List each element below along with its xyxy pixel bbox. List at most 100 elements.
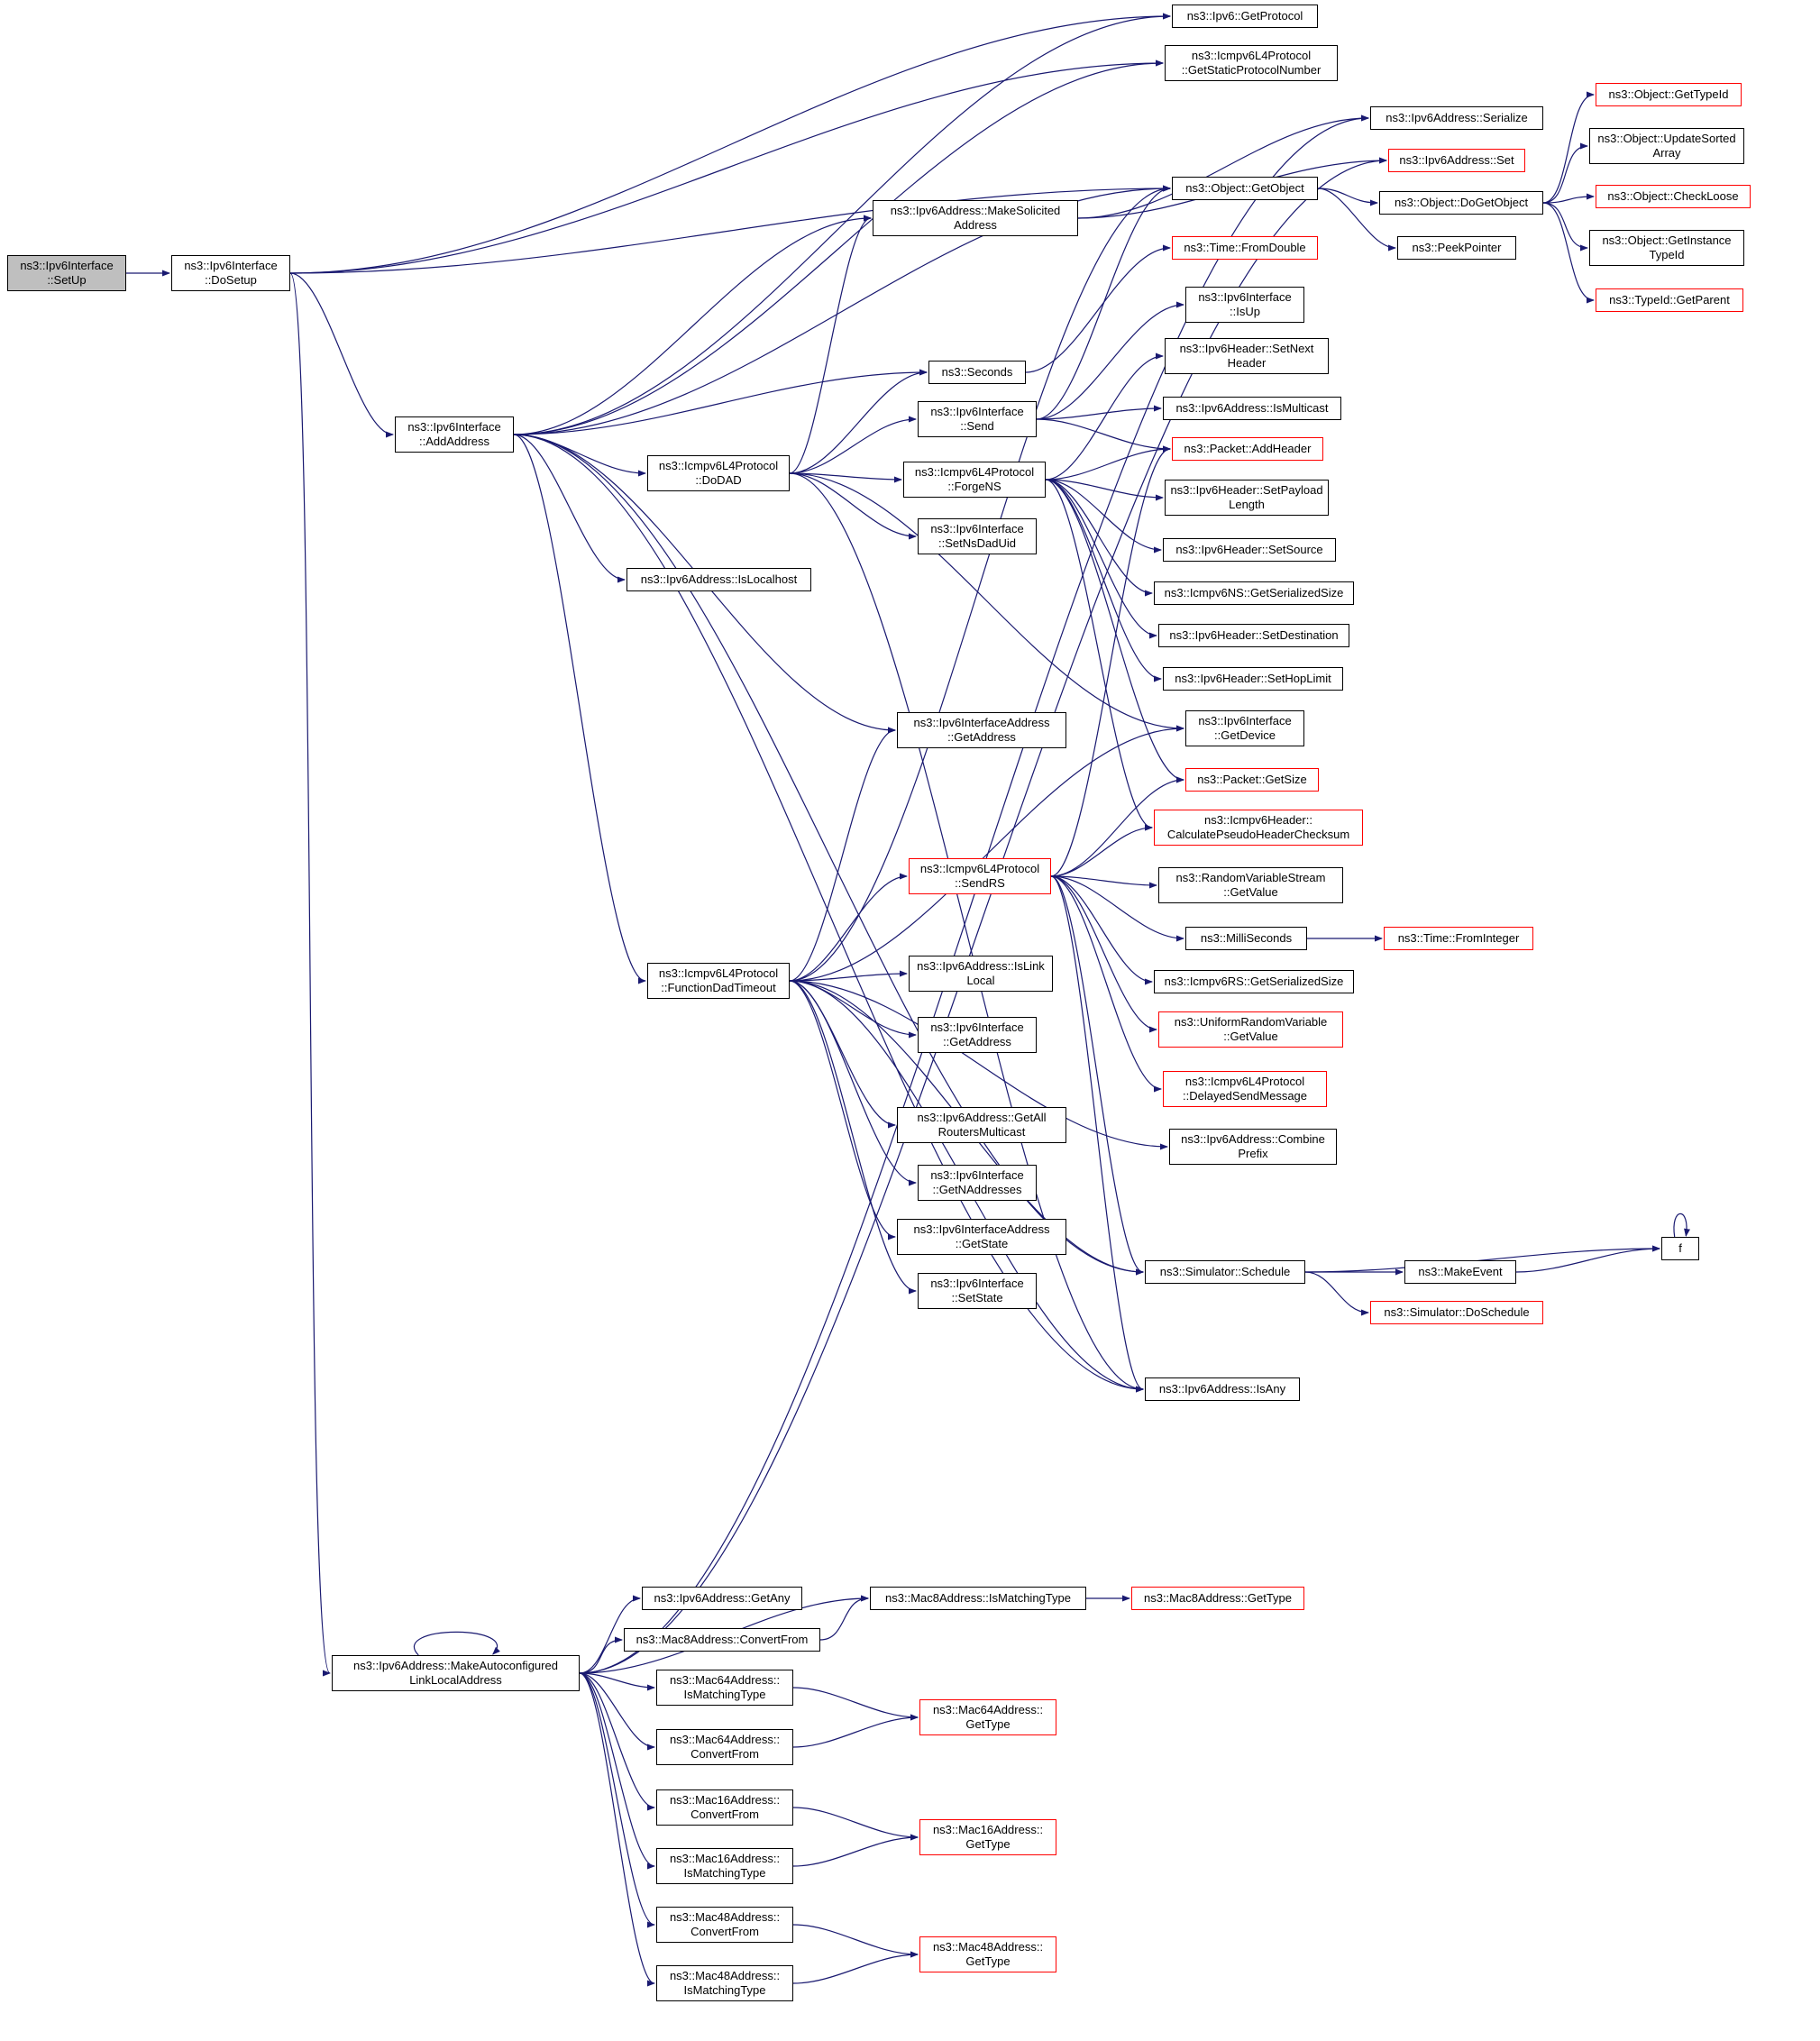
node-mac48convert[interactable]: ns3::Mac48Address::ConvertFrom <box>656 1907 793 1943</box>
node-label-line: ConvertFrom <box>691 1925 759 1938</box>
node-getdevice[interactable]: ns3::Ipv6Interface::GetDevice <box>1185 710 1304 746</box>
node-makeevent[interactable]: ns3::MakeEvent <box>1404 1260 1516 1284</box>
node-label-line: GetType <box>965 1837 1011 1851</box>
node-label-line: ns3::Ipv6Interface <box>184 259 278 273</box>
node-dodad[interactable]: ns3::Icmpv6L4Protocol::DoDAD <box>647 455 790 491</box>
node-label-line: ns3::Object::GetInstance <box>1602 233 1732 248</box>
node-mac16ismatch[interactable]: ns3::Mac16Address::IsMatchingType <box>656 1848 793 1884</box>
edge-dosetup-addaddress <box>289 272 394 438</box>
node-isup[interactable]: ns3::Ipv6Interface::IsUp <box>1185 287 1304 323</box>
edge-makeevent-f <box>1515 1245 1660 1273</box>
node-label-line: Array <box>1652 146 1681 160</box>
edge-sendrs-uniform_getvalue <box>1050 875 1157 1033</box>
node-setup[interactable]: ns3::Ipv6Interface::SetUp <box>7 255 126 291</box>
node-ismulticast[interactable]: ns3::Ipv6Address::IsMulticast <box>1163 397 1341 420</box>
node-serialize[interactable]: ns3::Ipv6Address::Serialize <box>1370 106 1543 130</box>
node-dogetobject[interactable]: ns3::Object::DoGetObject <box>1379 191 1543 215</box>
node-mac64convert[interactable]: ns3::Mac64Address::ConvertFrom <box>656 1729 793 1765</box>
node-label-line: ns3::Ipv6Header::SetDestination <box>1169 628 1339 643</box>
node-mac16gettype[interactable]: ns3::Mac16Address::GetType <box>919 1819 1056 1855</box>
node-label-line: GetType <box>965 1717 1011 1731</box>
node-label-line: ::IsUp <box>1230 305 1260 318</box>
edge-f-f <box>1673 1213 1690 1238</box>
node-mac64gettype[interactable]: ns3::Mac64Address::GetType <box>919 1699 1056 1735</box>
node-addaddress[interactable]: ns3::Ipv6Interface::AddAddress <box>395 416 514 453</box>
node-label-line: ns3::Ipv6Interface <box>1198 714 1292 728</box>
node-ifaddr_getstate[interactable]: ns3::Ipv6InterfaceAddress::GetState <box>897 1219 1066 1255</box>
edge-dodad-isany <box>789 472 1144 1393</box>
node-label-line: ns3::Object::UpdateSorted <box>1597 132 1736 146</box>
node-setdestination[interactable]: ns3::Ipv6Header::SetDestination <box>1158 624 1349 647</box>
node-label-line: ns3::RandomVariableStream <box>1175 871 1326 885</box>
node-setnsdaduid[interactable]: ns3::Ipv6Interface::SetNsDadUid <box>918 518 1037 554</box>
node-mac64ismatch[interactable]: ns3::Mac64Address::IsMatchingType <box>656 1670 793 1706</box>
node-functiondadtimeout[interactable]: ns3::Icmpv6L4Protocol::FunctionDadTimeou… <box>647 963 790 999</box>
node-delayedsend[interactable]: ns3::Icmpv6L4Protocol::DelayedSendMessag… <box>1163 1071 1327 1107</box>
node-doschedule[interactable]: ns3::Simulator::DoSchedule <box>1370 1301 1543 1324</box>
node-getany[interactable]: ns3::Ipv6Address::GetAny <box>642 1587 802 1610</box>
node-ifaddr_getaddress[interactable]: ns3::Ipv6InterfaceAddress::GetAddress <box>897 712 1066 748</box>
node-getnaddresses[interactable]: ns3::Ipv6Interface::GetNAddresses <box>918 1165 1037 1201</box>
node-checkloose[interactable]: ns3::Object::CheckLoose <box>1596 185 1751 208</box>
node-setstate[interactable]: ns3::Ipv6Interface::SetState <box>918 1273 1037 1309</box>
node-getstaticpn[interactable]: ns3::Icmpv6L4Protocol::GetStaticProtocol… <box>1165 45 1338 81</box>
node-send[interactable]: ns3::Ipv6Interface::Send <box>918 401 1037 437</box>
node-mac48gettype[interactable]: ns3::Mac48Address::GetType <box>919 1936 1056 1972</box>
node-islocalhost[interactable]: ns3::Ipv6Address::IsLocalhost <box>626 568 811 591</box>
node-peekpointer[interactable]: ns3::PeekPointer <box>1397 236 1516 260</box>
node-mac8convert[interactable]: ns3::Mac8Address::ConvertFrom <box>624 1628 820 1652</box>
node-getparent[interactable]: ns3::TypeId::GetParent <box>1596 288 1743 312</box>
node-f[interactable]: f <box>1661 1237 1699 1260</box>
node-addheader[interactable]: ns3::Packet::AddHeader <box>1172 437 1323 461</box>
node-label-line: ns3::Ipv6Address::GetAny <box>654 1591 791 1606</box>
node-mac16convert[interactable]: ns3::Mac16Address::ConvertFrom <box>656 1789 793 1826</box>
node-uniform_getvalue[interactable]: ns3::UniformRandomVariable::GetValue <box>1158 1011 1343 1048</box>
node-dosetup[interactable]: ns3::Ipv6Interface::DoSetup <box>171 255 290 291</box>
node-mac48ismatch[interactable]: ns3::Mac48Address::IsMatchingType <box>656 1965 793 2001</box>
node-getsize[interactable]: ns3::Packet::GetSize <box>1185 768 1319 792</box>
node-ns_getserialized[interactable]: ns3::Icmpv6NS::GetSerializedSize <box>1154 581 1354 605</box>
node-label-line: ::Send <box>960 419 994 433</box>
node-mac8ismatch[interactable]: ns3::Mac8Address::IsMatchingType <box>870 1587 1086 1610</box>
node-getobject[interactable]: ns3::Object::GetObject <box>1172 177 1318 200</box>
node-seconds[interactable]: ns3::Seconds <box>928 361 1026 384</box>
node-forgens[interactable]: ns3::Icmpv6L4Protocol::ForgeNS <box>903 462 1046 498</box>
node-setsource[interactable]: ns3::Ipv6Header::SetSource <box>1163 538 1336 562</box>
node-schedule[interactable]: ns3::Simulator::Schedule <box>1145 1260 1305 1284</box>
edge-makeautoconf-mac64convert <box>579 1672 655 1751</box>
node-rvs_getvalue[interactable]: ns3::RandomVariableStream::GetValue <box>1158 867 1343 903</box>
node-set[interactable]: ns3::Ipv6Address::Set <box>1388 149 1525 172</box>
node-obj_gettypeid[interactable]: ns3::Object::GetTypeId <box>1596 83 1742 106</box>
node-getprotocol[interactable]: ns3::Ipv6::GetProtocol <box>1172 5 1318 28</box>
node-rs_getserialized[interactable]: ns3::Icmpv6RS::GetSerializedSize <box>1154 970 1354 993</box>
node-fromdouble[interactable]: ns3::Time::FromDouble <box>1172 236 1318 260</box>
node-sethoplimit[interactable]: ns3::Ipv6Header::SetHopLimit <box>1163 667 1343 691</box>
node-label-line: ns3::Ipv6Interface <box>407 420 501 435</box>
node-label-line: Prefix <box>1238 1147 1268 1160</box>
node-label-line: ::DoDAD <box>695 473 742 487</box>
node-milliseconds[interactable]: ns3::MilliSeconds <box>1185 927 1307 950</box>
node-if_getaddress[interactable]: ns3::Ipv6Interface::GetAddress <box>918 1017 1037 1053</box>
node-frominteger[interactable]: ns3::Time::FromInteger <box>1384 927 1533 950</box>
node-mac8gettype[interactable]: ns3::Mac8Address::GetType <box>1131 1587 1304 1610</box>
node-label-line: IsMatchingType <box>683 1866 766 1880</box>
node-sendrs[interactable]: ns3::Icmpv6L4Protocol::SendRS <box>909 858 1051 894</box>
node-label-line: ns3::Ipv6Header::SetPayload <box>1170 483 1323 498</box>
node-isany[interactable]: ns3::Ipv6Address::IsAny <box>1145 1377 1300 1401</box>
node-label-line: ::SetNsDadUid <box>938 536 1016 550</box>
node-label-line: ::SetState <box>951 1291 1003 1304</box>
edge-dodad-makesolicited <box>789 215 872 474</box>
node-label-line: ns3::Ipv6Address::IsLocalhost <box>640 572 798 587</box>
node-calcpseudo[interactable]: ns3::Icmpv6Header::CalculatePseudoHeader… <box>1154 810 1363 846</box>
edge-dogetobject-checkloose <box>1542 193 1595 204</box>
